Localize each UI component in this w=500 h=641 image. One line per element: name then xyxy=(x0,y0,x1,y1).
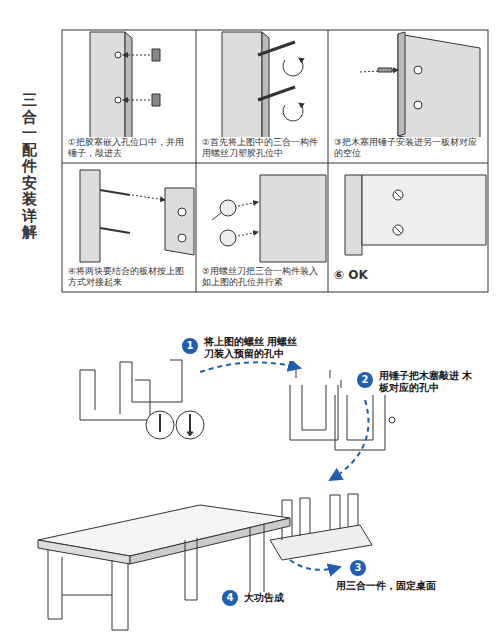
step-label: 用三合一件，固定桌面 xyxy=(334,580,438,592)
callout-number: 3 xyxy=(350,560,366,576)
step-circle: 4大功告成 xyxy=(222,590,238,606)
panel-caption: ④将两块要结合的板材按上图方式对接起来 xyxy=(68,266,192,288)
step-panel: ①把胶塞嵌入孔位口中，并用锤子，敲进去 xyxy=(62,30,196,163)
step-circle: 3用三合一件，固定桌面 xyxy=(350,560,366,576)
step-circle: 2用锤子把木塞敲进 木板对应的孔中 xyxy=(357,372,373,388)
panel-caption: ⑥ OK xyxy=(334,268,484,284)
callout-number: 4 xyxy=(222,590,238,606)
panel-caption: ③把木塞用锤子安装进另一板材对应的空位 xyxy=(334,137,484,159)
panel-caption: ①把胶塞嵌入孔位口中，并用锤子，敲进去 xyxy=(68,137,192,159)
step-panel: ⑤用螺丝刀把三合一构件装入如上图的孔位并拧紧 xyxy=(196,163,328,292)
step-circle: 1将上图的螺丝 用螺丝刀装入预留的孔中 xyxy=(182,338,198,354)
step-panel: ④将两块要结合的板材按上图方式对接起来 xyxy=(62,163,196,292)
panel-caption: ②首先将上图中的三合一构件用螺丝刀塑胶孔位中 xyxy=(202,137,324,159)
step-panel: ③把木塞用锤子安装进另一板材对应的空位 xyxy=(328,30,488,163)
step-panel: ②首先将上图中的三合一构件用螺丝刀塑胶孔位中 xyxy=(196,30,328,163)
panel-caption: ⑤用螺丝刀把三合一构件装入如上图的孔位并拧紧 xyxy=(202,266,324,288)
callout-number: 1 xyxy=(182,338,198,354)
vertical-title: 三合一配件安装详解 xyxy=(22,92,37,241)
step-panel: ⑥ OK xyxy=(328,163,488,292)
step-label: 大功告成 xyxy=(242,592,346,604)
step-label: 用锤子把木塞敲进 木板对应的孔中 xyxy=(377,370,481,395)
callout-number: 2 xyxy=(357,372,373,388)
step-label: 将上图的螺丝 用螺丝刀装入预留的孔中 xyxy=(202,336,306,361)
